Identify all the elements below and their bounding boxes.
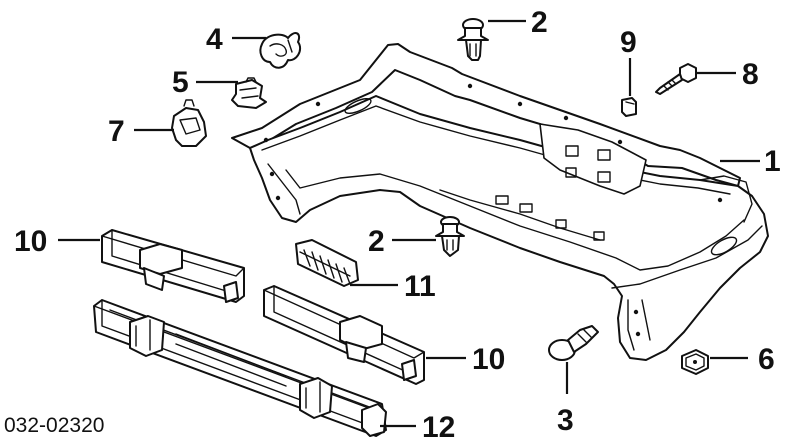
clip-part-upper [457, 18, 489, 61]
callout-10-lower: 10 [472, 343, 505, 376]
vent-grille-part [295, 239, 359, 287]
callout-3: 3 [557, 404, 574, 437]
fastener-clip-part-5 [231, 77, 267, 109]
bracket-clip-part [171, 99, 207, 147]
callout-1: 1 [764, 145, 781, 178]
reinforcement-beam-part [93, 299, 387, 437]
bumper-face-part [231, 43, 769, 361]
callout-2-middle: 2 [368, 225, 385, 258]
callout-7: 7 [108, 115, 125, 148]
callout-9: 9 [620, 26, 637, 59]
callout-8: 8 [742, 58, 759, 91]
diagram-code: 032-02320 [4, 414, 104, 437]
absorber-part-upper [101, 229, 245, 303]
nut-clip-part [681, 349, 709, 375]
callout-10-upper: 10 [14, 225, 47, 258]
callout-5: 5 [172, 66, 189, 99]
spacer-part [621, 97, 637, 117]
spring-clip-part [259, 32, 302, 69]
bolt-part [655, 63, 697, 95]
callout-4: 4 [206, 23, 223, 56]
push-rivet-part [548, 325, 599, 361]
callout-6: 6 [758, 343, 775, 376]
clip-part-middle [435, 216, 465, 257]
callout-2-upper: 2 [531, 6, 548, 39]
callout-12: 12 [422, 411, 455, 444]
absorber-part-lower [263, 285, 425, 385]
callout-11: 11 [404, 270, 436, 303]
